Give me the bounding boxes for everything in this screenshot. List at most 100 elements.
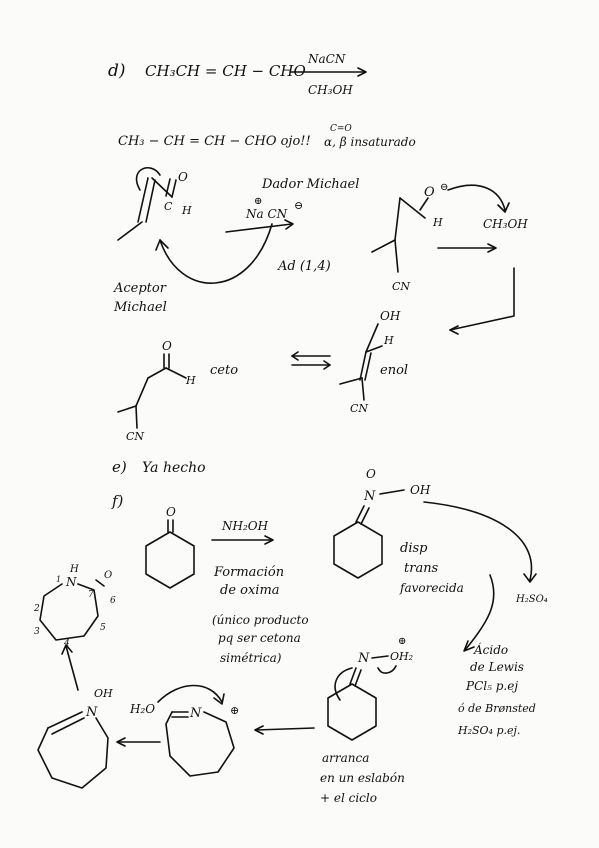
- arrow-to-lactam-head: [61, 644, 73, 655]
- oxime-ring: [333, 521, 383, 579]
- enolate-bond-4: [394, 239, 399, 273]
- down-arrow: [449, 267, 515, 331]
- prot-leaving-arrow: [377, 665, 397, 674]
- arrow-to-solvent: [447, 184, 506, 211]
- enol-oh: OH: [380, 309, 401, 323]
- migrate-3: + el ciclo: [320, 791, 377, 805]
- down-arrow-head: [449, 325, 459, 335]
- arrow-to-enolate: [225, 223, 293, 233]
- prot-cn-1: [349, 667, 357, 685]
- nitrilium-n: N: [189, 706, 202, 721]
- arrow-to-imidic-head: [116, 737, 126, 747]
- part-e-label: e): [112, 458, 127, 476]
- num-4: 4: [63, 639, 70, 649]
- oxime-cn-2: [360, 507, 370, 525]
- imidic-n: N: [85, 705, 98, 720]
- enol-co: [365, 323, 379, 353]
- migrate-1: arranca: [322, 751, 369, 765]
- num-6: 6: [110, 596, 116, 606]
- oxime-cn-1: [355, 505, 365, 523]
- note-2: pq ser cetona: [218, 631, 301, 645]
- arrow-to-enolate-head: [284, 219, 294, 230]
- num-1: 1: [56, 575, 61, 584]
- f-reagent: NH₂OH: [221, 519, 269, 533]
- acid-2: de Lewis: [470, 660, 524, 674]
- forward-arrow-head: [487, 243, 497, 253]
- part-d-note-line: CH₃ − CH = CH − CHO ojo!!: [118, 134, 311, 149]
- imidic-cn-1: [47, 711, 83, 729]
- keto-bond-4: [135, 405, 138, 429]
- enol-cn: CN: [350, 402, 368, 415]
- acceptor-bond-1b: [145, 179, 156, 223]
- acceptor-label-1: Aceptor: [113, 281, 167, 296]
- imidic-cn-2: [51, 717, 85, 735]
- formation-1: Formación: [213, 565, 284, 580]
- c-label-h: H: [181, 204, 192, 217]
- migration-arrow: [334, 667, 353, 701]
- nacn-label: Na CN: [245, 207, 288, 221]
- num-3: 3: [34, 627, 40, 637]
- water-label: H₂O: [129, 702, 155, 716]
- lactam-n: N: [65, 575, 77, 589]
- part-d-reagent-bottom: CH₃OH: [308, 83, 353, 97]
- enolate-bond-3: [371, 239, 396, 253]
- migrate-2: en un eslabón: [320, 771, 405, 785]
- keto-h: H: [185, 374, 196, 387]
- arrow-to-nitrilium-head: [254, 725, 264, 735]
- acceptor-co: [171, 179, 177, 198]
- solvent-label: CH₃OH: [483, 217, 528, 231]
- oxime-oh: OH: [410, 483, 431, 497]
- keto-o: O: [162, 339, 172, 353]
- imidic-oh: OH: [94, 687, 113, 700]
- keto-bond-2: [135, 377, 149, 407]
- lactam-h: H: [69, 564, 79, 575]
- enol-bond-h: [365, 345, 383, 353]
- keto-bond-3: [117, 405, 137, 413]
- part-d-note-unsat: α, β insaturado: [324, 135, 416, 149]
- reaction-arrow-d-head: [357, 67, 367, 77]
- oxime-n: N: [363, 489, 376, 504]
- enolate-minus: ⊖: [440, 182, 448, 193]
- arrow-to-protonated-head: [463, 640, 475, 652]
- keto-bond-1: [147, 367, 167, 379]
- oxime-o: O: [366, 467, 376, 481]
- disp-1: disp: [400, 541, 428, 556]
- enolate-o: O: [424, 185, 435, 200]
- acid-1: Ácido: [473, 642, 508, 657]
- equilibrium-top-head: [291, 351, 299, 361]
- keto-label: ceto: [210, 363, 238, 378]
- prot-plus: ⊕: [398, 636, 406, 647]
- cyclohexanone-ring: [145, 531, 195, 589]
- nacn-minus: ⊖: [294, 199, 303, 212]
- prot-oh2: OH₂: [390, 650, 413, 663]
- arrow-to-h2so4-head: [523, 573, 537, 583]
- curved-arrow-attack-head: [155, 239, 169, 251]
- part-f-label: f): [111, 492, 124, 510]
- protonated-ring: [327, 683, 377, 741]
- note-3: simétrica): [220, 651, 282, 665]
- nacn-plus: ⊕: [254, 196, 262, 207]
- acceptor-bond-3: [117, 221, 143, 241]
- h2so4-label: H₂SO₄: [515, 594, 548, 605]
- part-e-text: Ya hecho: [142, 460, 206, 476]
- part-d-reactant: CH₃CH = CH − CHO: [145, 62, 306, 80]
- num-2: 2: [33, 604, 40, 614]
- enol-h: H: [383, 334, 394, 347]
- prot-cn-2: [354, 669, 362, 687]
- c-label-o: O: [178, 170, 188, 184]
- arrow-to-h2so4: [423, 501, 533, 581]
- prot-n: N: [357, 651, 370, 666]
- nitrilium-ring: [165, 711, 235, 777]
- enolate-cn: CN: [392, 280, 410, 293]
- water-attack-arrow-head: [213, 693, 225, 705]
- imidic-ring: [37, 717, 109, 789]
- disp-3: favorecida: [399, 581, 464, 595]
- prot-no: [371, 655, 389, 659]
- acid-3: PCl₅ p.ej: [465, 679, 518, 693]
- enol-bond-1b: [364, 352, 372, 381]
- nitrilium-plus: ⊕: [230, 704, 239, 717]
- num-7: 7: [88, 590, 94, 600]
- enolate-h: H: [432, 216, 443, 229]
